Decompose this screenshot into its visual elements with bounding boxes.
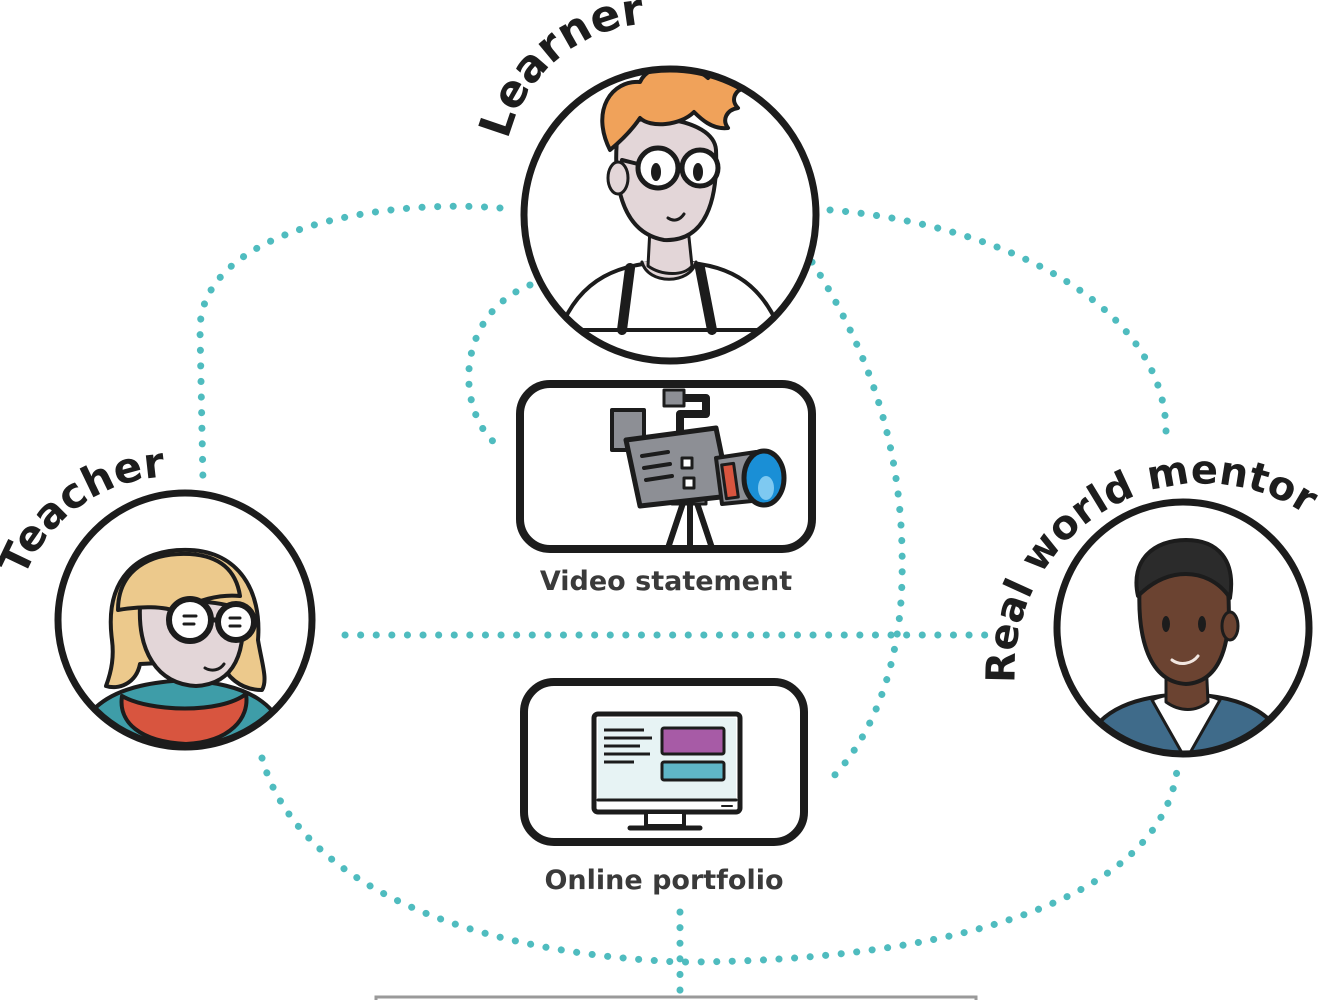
connector-learner-teacher [196,202,504,486]
video-statement-caption: Video statement [540,566,792,597]
video-statement-card [516,380,816,553]
connector-learner-portfolio [808,258,906,784]
connector-learner-video [465,281,534,449]
connector-learner-mentor [826,206,1170,439]
connector-bottom-loop [258,754,1182,966]
learner-avatar [520,65,820,365]
connectors [196,202,1182,1000]
monitor-icon [591,711,743,831]
online-portfolio-caption: Online portfolio [544,865,783,896]
video-camera-icon [610,388,787,551]
teacher-avatar [54,489,316,751]
bottom-box-edge [374,995,978,1000]
mentor-avatar [1053,498,1313,758]
online-portfolio-card [520,678,808,846]
